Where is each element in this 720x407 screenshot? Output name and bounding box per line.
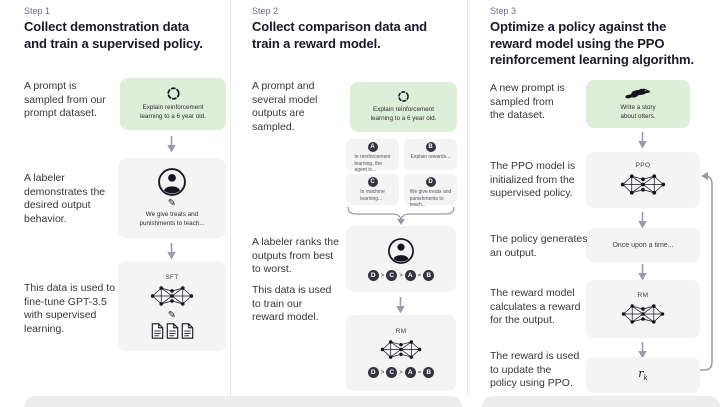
next-section-card-edge — [482, 396, 720, 407]
output-card-b: B Explain rewards... — [404, 139, 457, 170]
rank-letter-badge: C — [386, 270, 398, 281]
rank-letter-badge: D — [367, 270, 379, 281]
step1-demonstration-text: We give treats and punishments to teach.… — [139, 211, 205, 227]
step2-prompt-text: Explain reinforcement learning to a 6 ye… — [370, 106, 437, 122]
output-text: We give treats and punishments to teach.… — [409, 189, 452, 208]
step3-reward-value-card: rk — [586, 357, 700, 393]
rm-model-label: RM — [395, 328, 407, 335]
rank-separator: > — [399, 272, 403, 279]
pencil-icon: ✎ — [167, 309, 177, 321]
down-arrow-icon — [166, 242, 177, 260]
step2-label: Step 2 — [252, 6, 279, 16]
step2-reward-model-card: RM D > C > A = B — [346, 315, 456, 391]
step3-prompt-card: Write a story about otters. — [586, 80, 690, 128]
documents-row — [151, 323, 194, 339]
feedback-loop-arrow — [700, 172, 713, 371]
document-icon — [151, 323, 164, 339]
step1-prompt-card: Explain reinforcement learning to a 6 ye… — [120, 78, 226, 130]
rank-letter-badge: D — [367, 367, 379, 378]
rank-separator: > — [380, 369, 385, 376]
otter-icon — [625, 87, 651, 101]
step1-sft-model-card: SFT ✎ — [118, 261, 226, 351]
rank-separator: = — [417, 369, 422, 376]
neural-network-icon — [620, 301, 666, 327]
ranking-row: D > C > A = B — [367, 270, 435, 281]
down-arrow-icon — [637, 211, 648, 229]
sft-model-label: SFT — [165, 273, 179, 281]
output-card-c: C In machine learning... — [346, 174, 399, 205]
step2-labeler-card: D > C > A = B — [346, 226, 456, 292]
pencil-icon: ✎ — [167, 198, 177, 210]
next-section-card-edge — [24, 396, 462, 407]
step1-prompt-text: Explain reinforcement learning to a 6 ye… — [140, 104, 206, 120]
neural-network-icon — [379, 337, 423, 362]
down-arrow-icon — [166, 135, 177, 153]
rank-separator: > — [399, 369, 403, 376]
column-divider — [230, 0, 231, 396]
output-letter-badge: B — [425, 142, 436, 152]
step1-label: Step 1 — [24, 6, 51, 16]
step3-output-card: Once upon a time... — [586, 228, 700, 262]
labeler-person-icon — [387, 237, 415, 265]
output-card-d: D We give treats and punishments to teac… — [404, 174, 457, 208]
step1-row3-description: This data is used to fine-tune GPT-3.5 w… — [24, 282, 116, 335]
rank-separator: = — [417, 272, 422, 279]
labeler-person-icon — [157, 167, 187, 197]
output-letter-badge: D — [425, 177, 436, 187]
rank-letter-badge: C — [386, 367, 398, 378]
step3-reward-model-card: RM — [586, 280, 700, 338]
step3-ppo-model-card: PPO — [586, 152, 700, 208]
down-arrow-icon — [395, 296, 406, 314]
step3-row1-description: A new prompt is sampled from the dataset… — [490, 82, 565, 122]
output-card-a: A In reinforcement learning, the agent i… — [346, 139, 399, 173]
rank-letter-badge: A — [404, 367, 416, 378]
step2-prompt-card: Explain reinforcement learning to a 6 ye… — [350, 82, 457, 132]
ranking-row: D > C > A = B — [367, 367, 435, 378]
step1-row1-description: A prompt is sampled from our prompt data… — [24, 80, 106, 120]
step1-row2-description: A labeler demonstrates the desired outpu… — [24, 172, 106, 225]
step3-row2-description: The PPO model is initialized from the su… — [490, 160, 576, 200]
rm-model-label: RM — [637, 291, 649, 299]
rank-letter-badge: A — [404, 270, 416, 281]
step1-labeler-card: ✎ We give treats and punishments to teac… — [118, 158, 226, 238]
step2-row2-description: A labeler ranks the outputs from best to… — [252, 236, 339, 276]
output-letter-badge: A — [367, 142, 378, 152]
down-arrow-icon — [637, 263, 648, 281]
neural-network-icon — [619, 171, 667, 198]
step2-row1-description: A prompt and several model outputs are s… — [252, 80, 318, 133]
step2-title: Collect comparison data and train a rewa… — [252, 19, 428, 51]
step3-label: Step 3 — [490, 6, 517, 16]
column-divider — [467, 0, 468, 396]
step3-row4-description: The reward model calculates a reward for… — [490, 287, 581, 327]
document-icon — [181, 323, 194, 339]
document-icon — [166, 323, 179, 339]
down-arrow-icon — [637, 131, 648, 149]
cycle-icon — [398, 91, 409, 103]
rank-separator: > — [380, 272, 385, 279]
rank-letter-badge: B — [423, 270, 435, 281]
step3-row3-description: The policy generates an output. — [490, 233, 588, 259]
step3-prompt-text: Write a story about otters. — [620, 103, 656, 120]
output-text: Explain rewards... — [410, 154, 451, 160]
output-letter-badge: C — [367, 177, 378, 187]
policy-output-text: Once upon a time... — [612, 241, 674, 249]
neural-network-icon — [149, 283, 195, 309]
cycle-icon — [166, 87, 180, 100]
step2-row3-description: This data is used to train our reward mo… — [252, 284, 332, 324]
step3-row5-description: The reward is used to update the policy … — [490, 350, 580, 390]
output-text: In machine learning... — [360, 189, 385, 202]
step1-title: Collect demonstration data and train a s… — [24, 19, 203, 51]
ppo-model-label: PPO — [635, 162, 651, 169]
step3-title: Optimize a policy against the reward mod… — [490, 19, 695, 68]
brace-icon — [347, 206, 455, 225]
reward-value-symbol: rk — [638, 367, 648, 383]
output-text: In reinforcement learning, the agent is.… — [354, 154, 391, 173]
rank-letter-badge: B — [423, 367, 435, 378]
